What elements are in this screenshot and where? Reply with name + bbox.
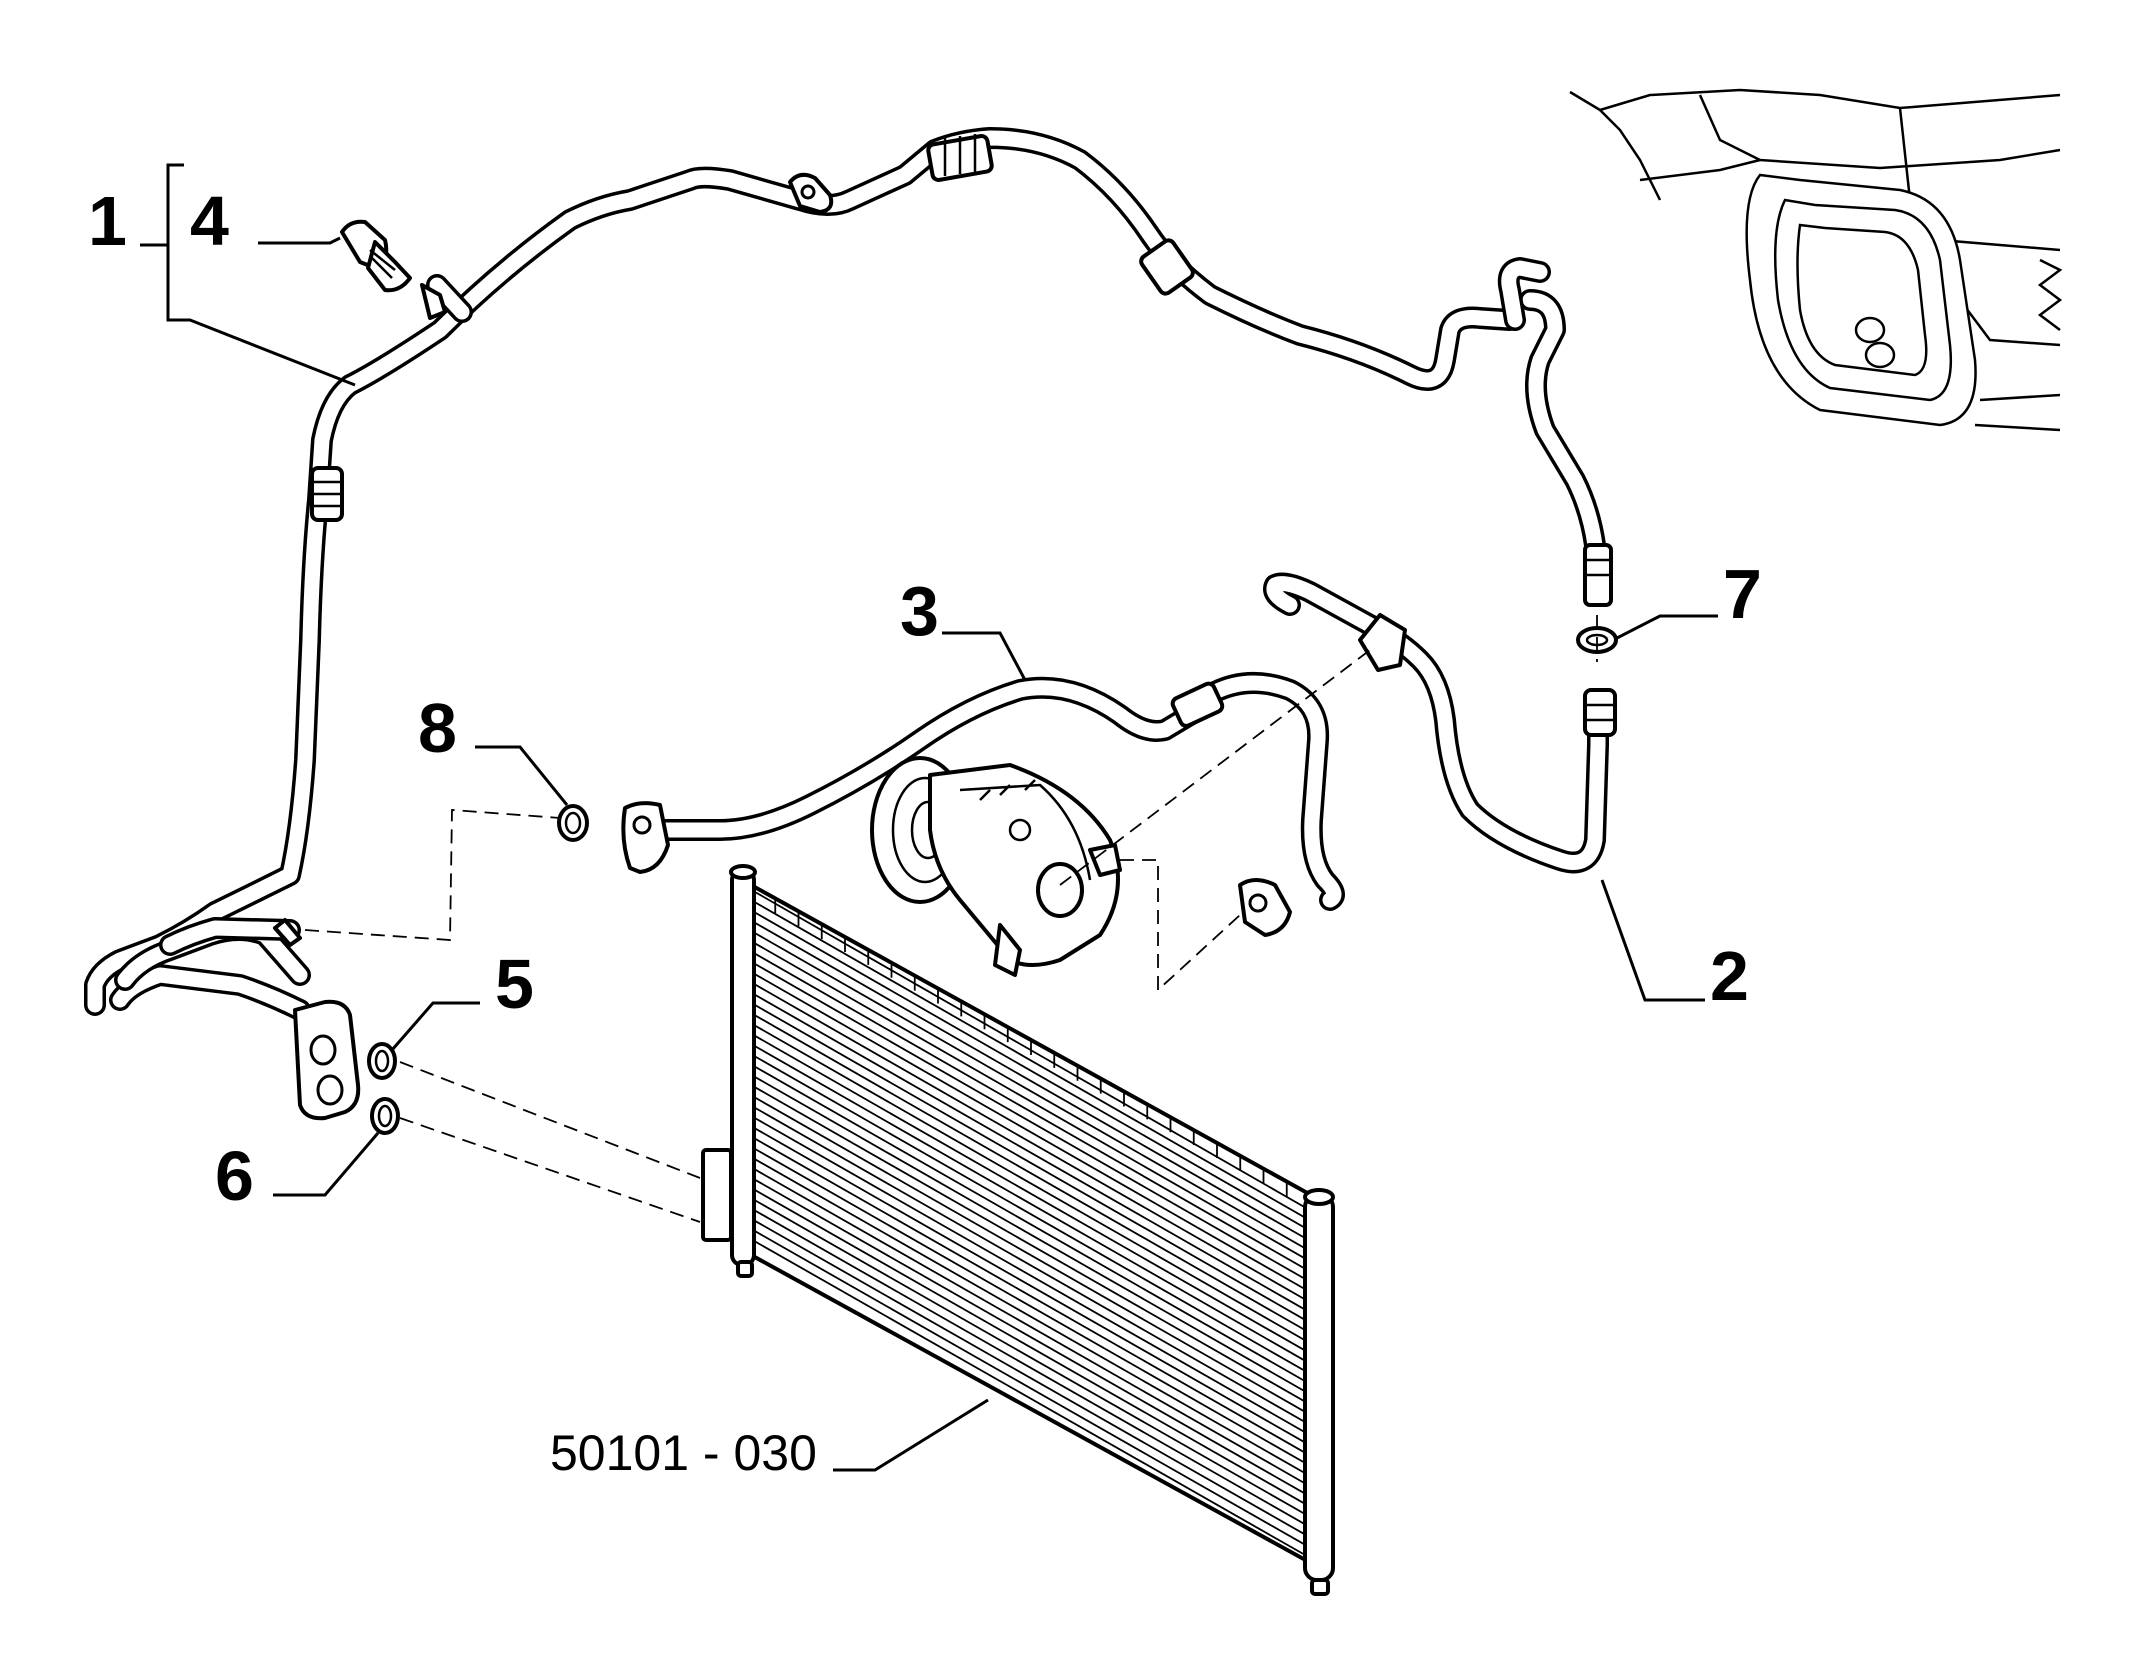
condenser-fin bbox=[751, 920, 1311, 1242]
condenser-fin bbox=[751, 1095, 1311, 1416]
compressor bbox=[870, 756, 1122, 977]
callout-4: 4 bbox=[190, 182, 229, 260]
condenser-fin bbox=[751, 1187, 1311, 1508]
condenser-fin bbox=[751, 1238, 1311, 1559]
condenser-fin bbox=[751, 1084, 1311, 1406]
callout-2: 2 bbox=[1710, 937, 1749, 1015]
condenser-fin bbox=[751, 1125, 1311, 1447]
o-ring-6 bbox=[370, 1097, 400, 1135]
condenser-fin bbox=[751, 1177, 1311, 1498]
callout-3: 3 bbox=[900, 572, 939, 650]
condenser-fin bbox=[751, 1053, 1311, 1375]
pressure-switch bbox=[340, 219, 447, 320]
callout-1: 1 bbox=[88, 182, 127, 260]
condenser-fin bbox=[751, 940, 1311, 1263]
condenser bbox=[701, 864, 1335, 1596]
hvac-housing bbox=[1569, 88, 2063, 432]
condenser-fin bbox=[751, 1208, 1311, 1528]
condenser-fin bbox=[751, 1166, 1311, 1488]
condenser-fin bbox=[751, 1064, 1311, 1385]
condenser-fin bbox=[751, 1218, 1311, 1539]
condenser-fin bbox=[751, 1105, 1311, 1426]
condenser-fin bbox=[751, 1156, 1311, 1477]
callout-5: 5 bbox=[495, 945, 534, 1023]
condenser-fin bbox=[751, 1033, 1311, 1355]
condenser-fin bbox=[751, 910, 1311, 1232]
pipe-1 bbox=[84, 127, 1613, 1121]
callout-8: 8 bbox=[418, 689, 457, 767]
condenser-fin bbox=[751, 1146, 1311, 1467]
o-ring-5 bbox=[367, 1042, 397, 1080]
condenser-fin bbox=[751, 1115, 1311, 1436]
pipe-2 bbox=[1263, 572, 1617, 874]
leader-lines bbox=[140, 163, 1718, 1472]
o-ring-8 bbox=[557, 804, 589, 842]
callout-7: 7 bbox=[1723, 555, 1762, 633]
condenser-fin bbox=[751, 951, 1311, 1273]
condenser-fin bbox=[751, 930, 1311, 1252]
condenser-fin bbox=[751, 1197, 1311, 1518]
assembly-lines bbox=[304, 615, 1598, 1223]
condenser-fin bbox=[751, 971, 1311, 1293]
condenser-fin bbox=[751, 1012, 1311, 1334]
reference-number: 50101 - 030 bbox=[550, 1425, 817, 1481]
condenser-fin bbox=[751, 1002, 1311, 1324]
condenser-fin bbox=[751, 1074, 1311, 1396]
callout-6: 6 bbox=[215, 1137, 254, 1215]
condenser-fin bbox=[751, 961, 1311, 1283]
condenser-fin bbox=[751, 1228, 1311, 1549]
condenser-fin bbox=[751, 1136, 1311, 1457]
condenser-fin bbox=[751, 992, 1311, 1314]
condenser-fin bbox=[751, 899, 1311, 1222]
condenser-fin bbox=[751, 1043, 1311, 1365]
condenser-fin bbox=[751, 981, 1311, 1304]
condenser-fin bbox=[751, 1023, 1311, 1344]
pipe-3 bbox=[621, 671, 1345, 937]
